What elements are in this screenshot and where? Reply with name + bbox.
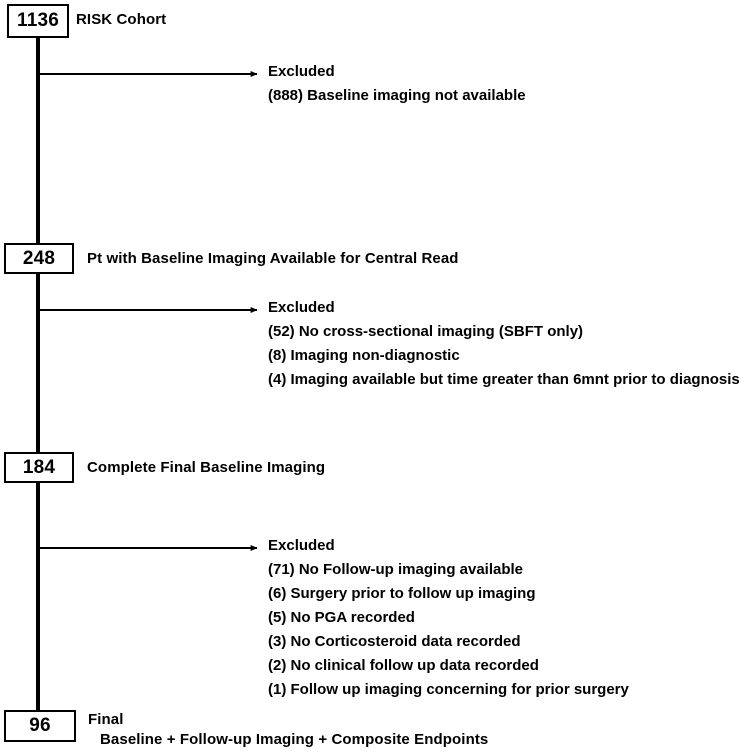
- node-sublabel-4-text: Baseline + Follow-up Imaging + Composite…: [100, 731, 489, 748]
- exclusion-item: (3) No Corticosteroid data recorded: [268, 633, 521, 650]
- exclusion-item: (5) No PGA recorded: [268, 609, 415, 626]
- count-box-2: 248: [4, 243, 74, 274]
- node-label-1: RISK Cohort: [76, 11, 166, 28]
- count-box-3: 184: [4, 452, 74, 483]
- node-label-4: Final Baseline + Follow-up Imaging + Com…: [88, 711, 488, 748]
- node-label-3: Complete Final Baseline Imaging: [87, 459, 325, 476]
- node-label-3-text: Complete Final Baseline Imaging: [87, 459, 326, 476]
- node-label-2-text: Pt with Baseline Imaging Available for C…: [87, 250, 459, 267]
- exclusion-title-2: Excluded: [268, 299, 335, 316]
- exclusion-block-1: Excluded (888) Baseline imaging not avai…: [268, 64, 526, 103]
- exclusion-title-3: Excluded: [268, 537, 335, 554]
- node-label-1-text: RISK Cohort: [76, 11, 167, 28]
- exclusion-item: (71) No Follow-up imaging available: [268, 561, 524, 578]
- exclusion-list-1: (888) Baseline imaging not available: [268, 88, 526, 103]
- exclusion-title-1: Excluded: [268, 63, 335, 80]
- exclusion-item: (2) No clinical follow up data recorded: [268, 657, 539, 674]
- exclusion-list-3: (71) No Follow-up imaging available (6) …: [268, 562, 629, 697]
- exclusion-item: (52) No cross-sectional imaging (SBFT on…: [268, 323, 584, 340]
- node-label-4-text: Final: [88, 711, 124, 728]
- exclusion-block-2: Excluded (52) No cross-sectional imaging…: [268, 300, 740, 387]
- count-box-4: 96: [4, 710, 76, 742]
- exclusion-item: (4) Imaging available but time greater t…: [268, 371, 740, 388]
- exclusion-list-2: (52) No cross-sectional imaging (SBFT on…: [268, 324, 740, 387]
- exclusion-item: (1) Follow up imaging concerning for pri…: [268, 681, 629, 698]
- exclusion-block-3: Excluded (71) No Follow-up imaging avail…: [268, 538, 629, 697]
- node-label-2: Pt with Baseline Imaging Available for C…: [87, 250, 459, 267]
- exclusion-item: (6) Surgery prior to follow up imaging: [268, 585, 536, 602]
- exclusion-item: (8) Imaging non-diagnostic: [268, 347, 460, 364]
- exclusion-item: (888) Baseline imaging not available: [268, 87, 526, 104]
- count-box-1: 1136: [7, 4, 69, 38]
